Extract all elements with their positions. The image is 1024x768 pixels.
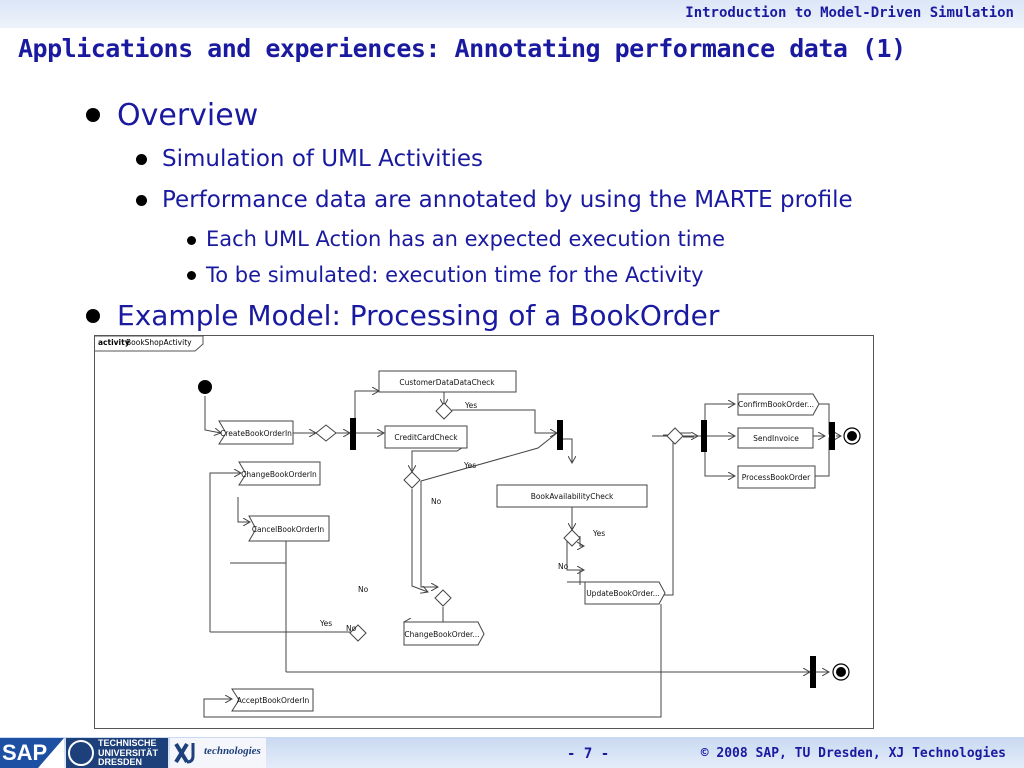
action-credit-check <box>384 425 468 449</box>
activity-diagram-svg: activity BookShopActivity <box>95 335 861 718</box>
guard-yes: Yes <box>319 619 332 628</box>
label-change-order-in: ChangeBookOrderIn <box>241 470 317 479</box>
decision-nodes <box>315 402 684 642</box>
action-customer-check <box>378 370 517 393</box>
bullet-overview: Overview <box>117 98 259 133</box>
label-change-order-out: ChangeBookOrder... <box>404 630 479 639</box>
guard-yes: Yes <box>463 461 476 470</box>
bullet-marte: Performance data are annotated by using … <box>162 187 853 213</box>
sap-logo-notch <box>38 738 64 768</box>
guard-no: No <box>431 497 442 506</box>
label-accept-order: AcceptBookOrderIn <box>237 696 310 705</box>
action-change-order-out <box>403 621 485 646</box>
action-create-order <box>218 420 294 445</box>
action-process-order <box>737 465 816 489</box>
label-create-order: CreateBookOrderIn <box>220 429 292 438</box>
action-send-invoice <box>737 427 814 449</box>
action-update-order <box>584 581 666 605</box>
bullet-to-simulate: To be simulated: execution time for the … <box>206 263 704 287</box>
label-credit-check: CreditCardCheck <box>394 433 458 442</box>
frame-name: BookShopActivity <box>126 338 192 347</box>
guard-no: No <box>346 624 357 633</box>
action-change-order-in <box>238 461 321 486</box>
tud-line-2: UNIVERSITÄT <box>98 747 159 758</box>
guard-no: No <box>558 562 569 571</box>
activity-diagram: activity BookShopActivity <box>94 335 874 729</box>
label-send-invoice: SendInvoice <box>753 434 799 443</box>
action-availability-check <box>496 484 648 508</box>
xj-logo-text: technologies <box>204 745 261 757</box>
course-title: Introduction to Model-Driven Simulation <box>685 5 1014 21</box>
xj-logo <box>170 738 266 768</box>
guard-no: No <box>358 585 369 594</box>
label-cancel-order: CancelBookOrderIn <box>252 525 325 534</box>
tud-logo-text: TECHNISCHE UNIVERSITÄT DRESDEN <box>98 738 159 768</box>
action-accept-order <box>231 688 314 712</box>
bullet-dot <box>86 108 100 122</box>
top-band <box>0 0 1024 28</box>
bullet-dot <box>187 271 196 280</box>
label-update-order: UpdateBookOrder... <box>586 589 660 598</box>
tud-line-1: TECHNISCHE <box>98 738 157 748</box>
bullet-dot <box>136 195 147 206</box>
bullet-simulation: Simulation of UML Activities <box>162 146 484 172</box>
action-confirm-order <box>737 393 820 416</box>
label-confirm-order: ConfirmBookOrder... <box>738 400 814 409</box>
page-number: - 7 - <box>567 746 610 762</box>
fork-join-bars <box>350 418 835 688</box>
frame-label-box <box>95 335 204 352</box>
action-cancel-order <box>248 515 330 542</box>
bullet-dot <box>86 309 100 323</box>
tud-emblem-icon <box>68 740 94 766</box>
label-customer-check: CustomerDataDataCheck <box>399 378 495 387</box>
final-nodes <box>832 427 861 681</box>
control-flows <box>203 391 841 718</box>
label-process-order: ProcessBookOrder <box>742 473 811 482</box>
copyright: © 2008 SAP, TU Dresden, XJ Technologies <box>700 746 1006 761</box>
xj-emblem-icon <box>174 742 195 764</box>
bullet-example: Example Model: Processing of a BookOrder <box>117 299 720 332</box>
frame-keyword: activity <box>98 338 130 347</box>
guard-yes: Yes <box>464 401 477 410</box>
bullet-dot <box>136 154 147 165</box>
bullet-action-time: Each UML Action has an expected executio… <box>206 227 726 251</box>
tud-line-3: DRESDEN <box>98 757 143 767</box>
label-availability-check: BookAvailabilityCheck <box>531 492 614 501</box>
guard-yes: Yes <box>592 529 605 538</box>
slide-title: Applications and experiences: Annotating… <box>18 34 906 63</box>
bullet-dot <box>187 236 196 245</box>
initial-node <box>198 380 212 394</box>
